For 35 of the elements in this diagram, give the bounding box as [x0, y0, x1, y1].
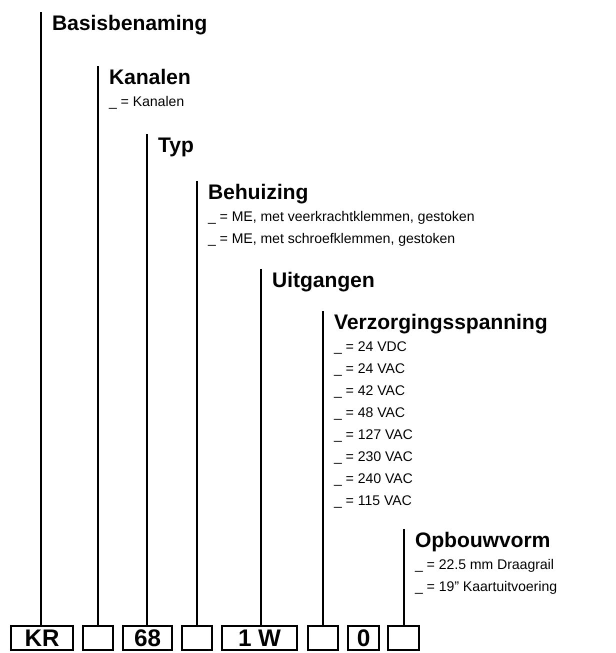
code-box: KR [10, 625, 74, 651]
leader-line [196, 181, 198, 625]
segment-heading: Kanalen [109, 66, 191, 90]
code-box [307, 625, 339, 651]
leader-line [403, 529, 405, 625]
segment-heading: Verzorgingsspanning [334, 311, 548, 335]
option-text: _ = 24 VDC [334, 337, 407, 356]
code-box [181, 625, 213, 651]
segment-heading: Opbouwvorm [415, 529, 550, 553]
leader-line [322, 311, 324, 625]
option-text: _ = 230 VAC [334, 447, 413, 466]
segment-heading: Uitgangen [272, 269, 375, 293]
leader-line [40, 12, 42, 625]
option-text: _ = 19” Kaartuitvoering [415, 577, 558, 596]
leader-line [146, 134, 148, 625]
leader-line [260, 269, 262, 625]
option-text: _ = 240 VAC [334, 469, 413, 488]
option-text: _ = 42 VAC [334, 381, 405, 400]
segment-heading: Typ [158, 134, 194, 158]
option-text: _ = 115 VAC [334, 491, 412, 510]
leader-line [97, 66, 99, 625]
option-text: _ = ME, met veerkrachtklemmen, gestoken [208, 207, 474, 226]
option-text: _ = Kanalen [109, 92, 184, 111]
code-box: 0 [347, 625, 380, 651]
option-text: _ = ME, met schroefklemmen, gestoken [208, 229, 456, 248]
option-text: _ = 48 VAC [334, 403, 405, 422]
option-text: _ = 24 VAC [334, 359, 405, 378]
code-box [82, 625, 114, 651]
code-box: 1 W [221, 625, 298, 651]
segment-heading: Behuizing [208, 181, 308, 205]
option-text: _ = 127 VAC [334, 425, 413, 444]
option-text: _ = 22.5 mm Draagrail [415, 555, 554, 574]
code-box: 68 [122, 625, 173, 651]
code-box [387, 625, 420, 651]
segment-heading: Basisbenaming [52, 12, 208, 36]
